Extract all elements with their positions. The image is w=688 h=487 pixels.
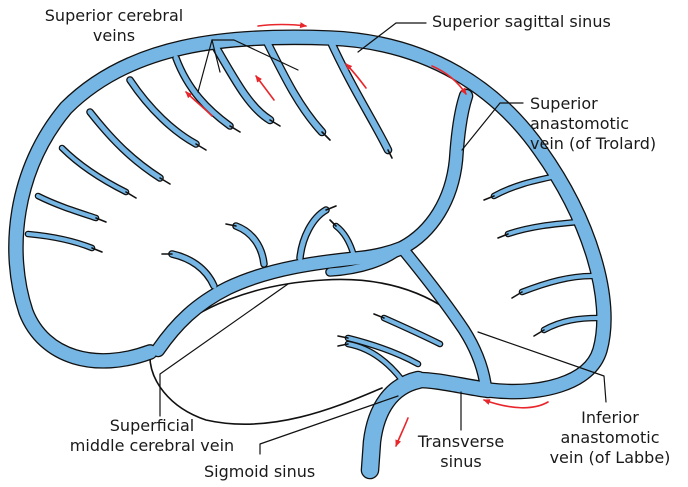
label-line: Sigmoid sinus (204, 462, 315, 482)
label-superior-anastomotic-vein: Superior anastomotic vein (of Trolard) (530, 94, 656, 154)
label-line: vein (of Trolard) (530, 134, 656, 154)
vein-tip-7 (126, 192, 136, 198)
flow-arrow-6 (484, 400, 548, 408)
label-line: middle cerebral vein (52, 436, 252, 456)
label-inferior-anastomotic-vein: Inferior anastomotic vein (of Labbe) (540, 408, 680, 468)
flow-arrow-4 (256, 76, 274, 100)
vein-tip-16 (512, 292, 522, 298)
superior-sagittal-sinus-edge (16, 37, 604, 391)
label-line: Superior cerebral (16, 6, 212, 26)
superior-sagittal-sinus (16, 37, 604, 391)
superior-anastomotic-vein (402, 96, 466, 248)
frontal-vein-4 (544, 318, 598, 330)
label-transverse-sinus: Transverse sinus (406, 432, 516, 472)
label-line: anastomotic (530, 114, 656, 134)
label-sigmoid-sinus: Sigmoid sinus (204, 462, 315, 482)
flow-arrow-1 (258, 25, 306, 27)
label-line: Inferior (540, 408, 680, 428)
label-line: sinus (406, 452, 516, 472)
cortical-vein-5-edge (130, 80, 196, 144)
label-line: Transverse (406, 432, 516, 452)
brain-hemisphere (16, 25, 604, 471)
cortical-vein-8 (38, 196, 96, 218)
label-line: anastomotic (540, 428, 680, 448)
cortical-vein-6 (90, 112, 160, 178)
cortical-vein-4-edge (176, 58, 230, 126)
label-superior-cerebral-veins: Superior cerebral veins (16, 6, 212, 46)
leader-superficial-middle-cerebral-vein (160, 284, 288, 416)
cortical-vein-12-edge (172, 254, 214, 286)
label-line: Superior sagittal sinus (432, 12, 611, 32)
inferior-anastomotic-vein (402, 248, 486, 388)
label-line: Superficial (52, 416, 252, 436)
cortical-vein-1 (330, 40, 388, 150)
label-superior-sagittal-sinus: Superior sagittal sinus (432, 12, 611, 32)
vein-tip-17 (534, 330, 544, 336)
label-line: vein (of Labbe) (540, 448, 680, 468)
brain-outline (16, 37, 604, 391)
label-superficial-middle-cerebral-vein: Superficial middle cerebral vein (52, 416, 252, 456)
label-line: Superior (530, 94, 656, 114)
label-line: veins (16, 26, 212, 46)
temporal-vein-1 (384, 318, 440, 344)
